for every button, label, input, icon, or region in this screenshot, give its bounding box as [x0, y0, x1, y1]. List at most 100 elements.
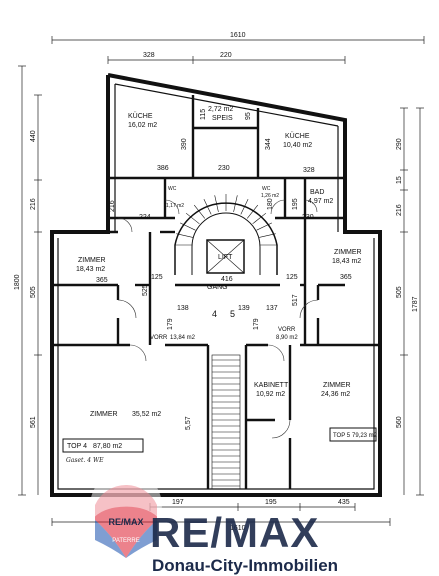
dim-right-3: 216	[396, 204, 403, 216]
zimmer-right-bottom-name: ZIMMER	[323, 382, 351, 389]
zimmer-right-bottom-area: 24,36 m2	[321, 391, 350, 398]
dim-517: 517	[292, 294, 299, 306]
unit-box-top4: TOP 4 87,80 m2	[62, 438, 144, 453]
lift-shaft	[206, 239, 245, 274]
vorr-left-area: 13,84 m2	[170, 335, 196, 341]
badge-text: RE/MAX	[108, 517, 143, 527]
zimmer-left-bottom-name: ZIMMER	[90, 411, 118, 418]
bad-area: 4,97 m2	[308, 198, 333, 205]
dim-180: 180	[267, 198, 274, 210]
stair-tread	[193, 204, 206, 219]
zimmer-right-top-area: 18,43 m2	[332, 258, 361, 265]
dim-179-a: 179	[167, 318, 174, 330]
remax-logo: RE/MAX PATERRE RE/MAX Donau-City-Immobil…	[90, 470, 338, 575]
dim-525: 525	[142, 284, 149, 296]
dim-179-b: 179	[253, 318, 260, 330]
staircase	[174, 194, 278, 490]
dim-344: 344	[265, 138, 272, 150]
dim-416: 416	[221, 276, 233, 283]
wc-right-name: WC	[262, 186, 271, 192]
speis-area: 2,72 m2	[208, 106, 233, 113]
stair-flight	[211, 354, 241, 490]
dim-right-total: 1787	[412, 296, 419, 312]
interior-walls	[52, 95, 380, 489]
dim-137: 137	[266, 305, 278, 312]
kueche-right-area: 10,40 m2	[283, 142, 312, 149]
unit-number-5: 5	[230, 309, 235, 319]
dim-bottom-mid: 195	[265, 499, 277, 506]
stair-tread	[246, 204, 259, 219]
stair-tread	[252, 212, 267, 225]
zimmer-right-top-name: ZIMMER	[334, 249, 362, 256]
badge-sub: PATERRE	[112, 538, 139, 544]
dim-390: 390	[181, 138, 188, 150]
dim-95: 95	[245, 112, 252, 120]
top4-label: TOP 4	[67, 443, 87, 450]
stair-tread	[233, 195, 238, 212]
kueche-left-name: KÜCHE	[128, 112, 153, 120]
wc-left-area: 1,17 m2	[166, 203, 184, 209]
stair-tread	[256, 222, 273, 231]
dim-365-b: 365	[340, 274, 352, 281]
dim-left-4: 561	[30, 416, 37, 428]
stair-tread	[214, 195, 219, 212]
top4-area: 87,80 m2	[93, 443, 122, 450]
dim-224: 224	[139, 214, 151, 221]
zimmer-left-top-area: 18,43 m2	[76, 266, 105, 273]
dim-right-2: 15	[396, 176, 403, 184]
dim-328: 328	[303, 167, 315, 174]
bad-name: BAD	[310, 189, 324, 196]
dim-230-a: 230	[218, 165, 230, 172]
kabinett-name: KABINETT	[254, 382, 289, 389]
stair-tread	[179, 222, 196, 231]
balloon-icon: RE/MAX PATERRE	[90, 470, 162, 558]
dim-top-left: 328	[143, 52, 155, 59]
unit-number-4: 4	[212, 309, 217, 319]
vorr-right-name: VORR	[278, 327, 296, 333]
dim-195-v: 195	[292, 198, 299, 210]
handwritten-note: Gaset. 4 WE	[66, 457, 104, 464]
dimension-labels: 1610 328 220 1610 197 195 435 1800 440 2…	[14, 32, 419, 532]
dim-left-1: 440	[30, 130, 37, 142]
dim-right-1: 290	[396, 138, 403, 150]
speis-name: SPEIS	[212, 115, 233, 122]
stair-tread	[176, 233, 193, 238]
stair-tread	[203, 198, 212, 215]
dim-125-a: 125	[151, 274, 163, 281]
dim-230-b: 230	[302, 214, 314, 221]
dim-right-5: 560	[396, 416, 403, 428]
dim-right-4: 505	[396, 286, 403, 298]
dim-115: 115	[200, 109, 207, 120]
gang-label: GANG	[207, 284, 228, 291]
dim-386: 386	[157, 165, 169, 172]
top5-area: 79,23 m2	[352, 433, 378, 439]
wc-left-name: WC	[168, 186, 177, 192]
room-labels: KÜCHE 16,02 m2 2,72 m2 SPEIS KÜCHE 10,40…	[76, 106, 362, 418]
stair-tread	[259, 233, 276, 238]
dim-365-a: 365	[96, 277, 108, 284]
dim-left-3: 505	[30, 286, 37, 298]
unit-box-top5: TOP 5 79,23 m2	[329, 427, 378, 442]
dim-216-v: 216	[109, 200, 116, 212]
remax-tagline: Donau-City-Immobilien	[152, 556, 338, 575]
remax-wordmark: RE/MAX	[150, 509, 319, 556]
stair-tread	[185, 212, 200, 225]
dim-bottom-right: 435	[338, 499, 350, 506]
dim-138: 138	[177, 305, 189, 312]
dim-bottom-left: 197	[172, 499, 184, 506]
kueche-right-name: KÜCHE	[285, 132, 310, 140]
dim-139: 139	[238, 305, 250, 312]
vorr-right-area: 8,90 m2	[276, 335, 298, 341]
dim-top-right: 220	[220, 52, 232, 59]
zimmer-left-bottom-area: 35,52 m2	[132, 411, 161, 418]
dim-left-total: 1800	[14, 274, 21, 290]
dim-125-b: 125	[286, 274, 298, 281]
dim-left-2: 216	[30, 198, 37, 210]
door-swings	[117, 199, 319, 439]
wc-right-area: 1,26 m2	[261, 193, 279, 199]
dim-bottom-total: 1610	[230, 525, 246, 532]
kabinett-area: 10,92 m2	[256, 391, 285, 398]
kueche-left-area: 16,02 m2	[128, 122, 157, 129]
top5-label: TOP 5	[333, 433, 351, 439]
